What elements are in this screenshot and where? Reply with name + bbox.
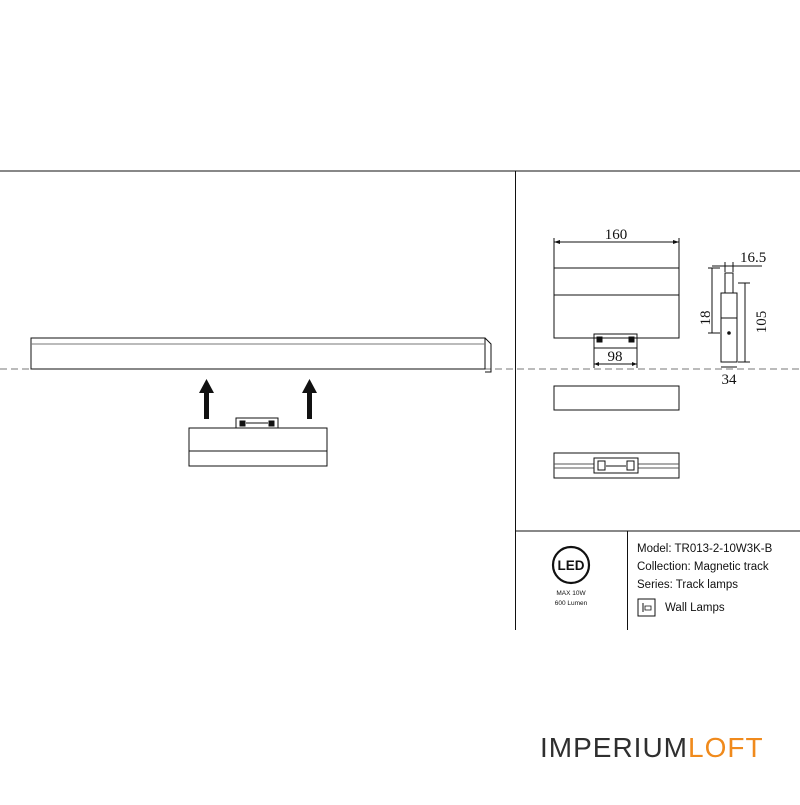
- mounting-arrows: [199, 379, 317, 419]
- brand-part-2: LOFT: [688, 732, 764, 763]
- info-model: Model: TR013-2-10W3K-B: [637, 543, 773, 555]
- info-series: Series: Track lamps: [637, 579, 738, 591]
- track-profile: [30, 337, 492, 373]
- led-badge: LED: [551, 545, 591, 585]
- dimension-depth: 16.5: [740, 250, 766, 266]
- dimension-height-small: 18: [698, 311, 714, 326]
- wall-lamp-icon: [637, 598, 656, 617]
- dimension-view-front: [553, 238, 680, 368]
- led-lumen: 600 Lumen: [554, 600, 588, 607]
- info-category: Wall Lamps: [665, 602, 725, 614]
- dimension-view-side: [708, 262, 762, 368]
- dimension-base: 34: [722, 372, 738, 388]
- drawing-frame: [0, 170, 800, 630]
- lamp-side-profile: [553, 385, 680, 411]
- info-collection: Collection: Magnetic track: [637, 561, 769, 573]
- dimension-height-total: 105: [754, 311, 770, 334]
- lamp-top-view: [553, 452, 680, 479]
- lamp-module-front: [188, 417, 328, 467]
- brand-logo: IMPERIUMLOFT: [540, 732, 764, 764]
- led-max-power: MAX 10W: [556, 590, 586, 597]
- dimension-connector: 98: [608, 349, 623, 365]
- dimension-arrowheads: [554, 240, 679, 366]
- led-badge-label: LED: [558, 558, 585, 573]
- brand-part-1: IMPERIUM: [540, 732, 688, 763]
- dimension-width: 160: [605, 227, 628, 243]
